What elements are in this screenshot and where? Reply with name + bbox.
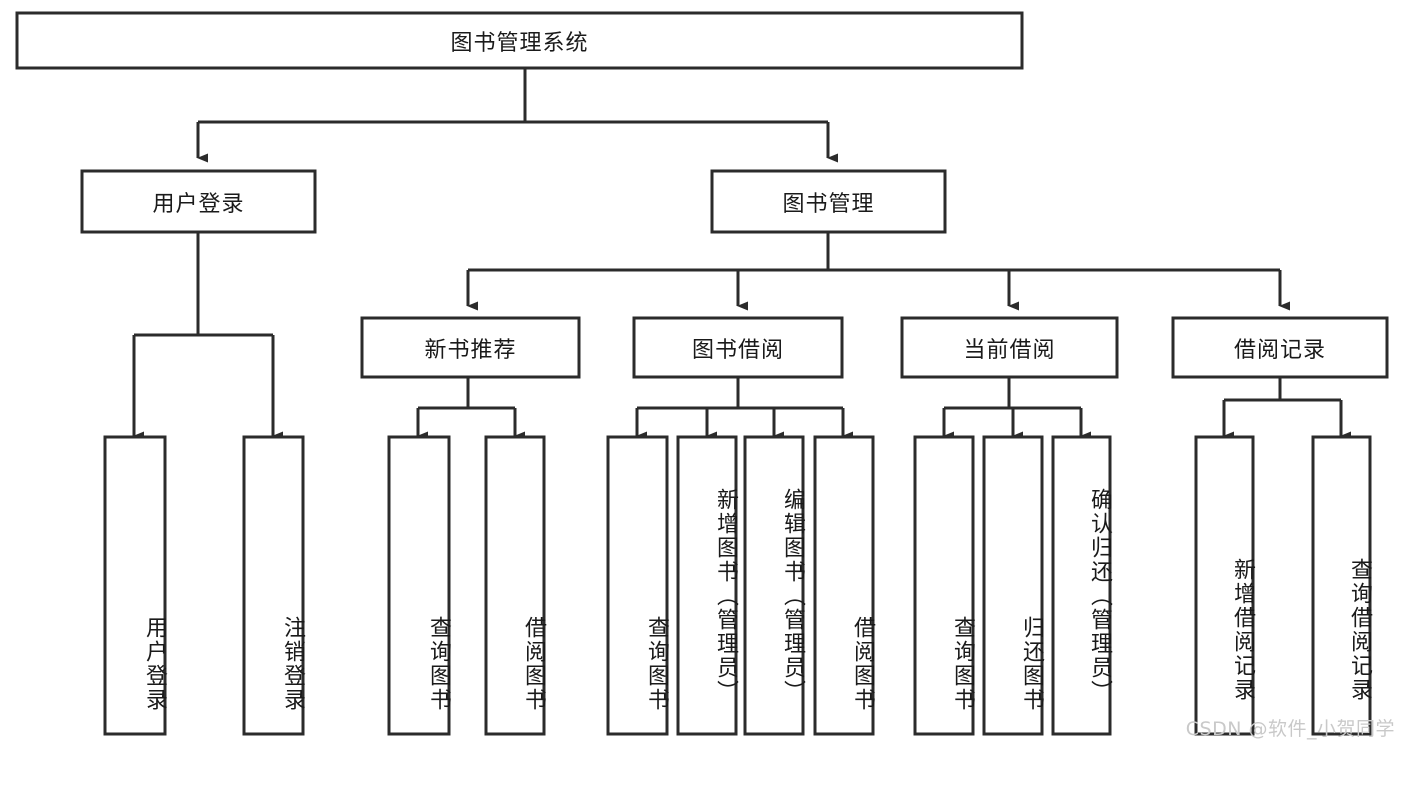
node-leaf-borrow-books-rec[interactable] (484, 435, 546, 736)
connector-user-login-to-leaves (132, 232, 283, 441)
node-book-management[interactable] (710, 169, 947, 234)
node-book-borrow[interactable] (632, 316, 844, 379)
node-new-book-recommend[interactable] (360, 316, 581, 379)
connector-borrow-record-to-leaves (1222, 377, 1351, 441)
node-leaf-query-books-rec[interactable] (387, 435, 451, 736)
node-user-login[interactable] (80, 169, 317, 234)
connector-root-to-level2 (196, 68, 838, 163)
connector-book-mgmt-to-level3 (466, 232, 1290, 311)
node-root-library-system[interactable] (15, 11, 1024, 70)
diagram-canvas-root: 图书管理系统 用户登录 图书管理 新书推荐 图书借阅 当前借阅 借阅记录 用户登… (15, 11, 1395, 740)
connector-new-book-rec-to-leaves (416, 377, 525, 441)
watermark-credit: CSDN @软件_小贺同学 (1185, 718, 1395, 740)
connector-book-borrow-to-leaves (635, 377, 853, 441)
node-leaf-query-books-borrow[interactable] (606, 435, 669, 736)
node-leaf-user-login[interactable] (103, 435, 167, 736)
node-leaf-add-borrow-record[interactable] (1194, 435, 1255, 736)
node-leaf-return-book[interactable] (982, 435, 1044, 736)
node-leaf-confirm-return-admin[interactable] (1051, 435, 1112, 736)
node-current-borrow[interactable] (900, 316, 1119, 379)
node-leaf-logout[interactable] (242, 435, 305, 736)
node-leaf-add-book-admin[interactable] (676, 435, 738, 736)
hierarchy-diagram-svg (15, 11, 1389, 736)
node-borrow-record[interactable] (1171, 316, 1389, 379)
connector-current-borrow-to-leaves (942, 377, 1091, 441)
node-leaf-query-borrow-record[interactable] (1311, 435, 1372, 736)
node-leaf-query-books-current[interactable] (913, 435, 975, 736)
node-leaf-borrow-book[interactable] (813, 435, 875, 736)
node-leaf-edit-book-admin[interactable] (743, 435, 805, 736)
